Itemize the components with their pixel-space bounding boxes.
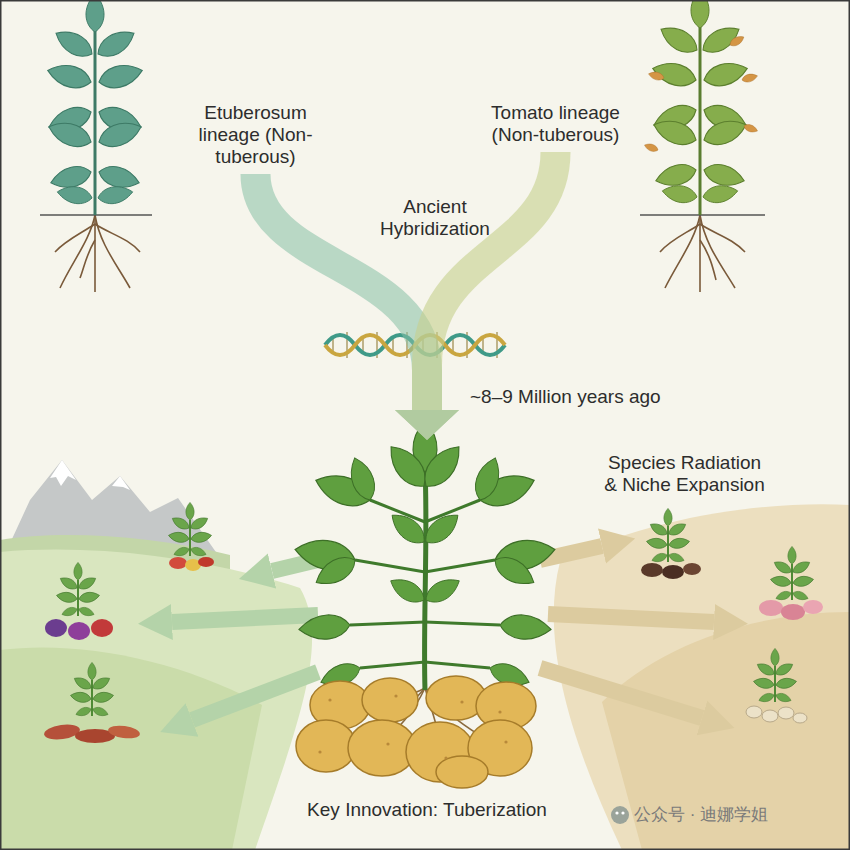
- hybrid-tuber-node: Key Innovation: Tuberization: [292, 440, 562, 825]
- watermark: 公众号 · 迪娜学姐: [634, 804, 768, 825]
- small-potato-plant: [43, 502, 823, 743]
- etuberosum-plant: [40, 0, 152, 292]
- node-text: Key Innovation: Tuberization: [296, 799, 558, 821]
- arrow-head: [395, 410, 459, 440]
- time-label: ~8–9 Million years ago: [470, 386, 661, 408]
- lineage-node: Tomato lineage (Non-tuberous): [484, 98, 627, 150]
- process-label: Ancient Hybridization: [375, 196, 495, 240]
- landscape: [0, 460, 850, 850]
- lineage-node: Etuberosum lineage (Non-tuberous): [184, 98, 327, 172]
- arrow-head: [395, 410, 459, 440]
- radiation-arrow: [172, 546, 714, 720]
- arrow-band: [256, 174, 428, 412]
- potato-plant: [293, 421, 558, 788]
- watermark-icon: [611, 806, 629, 824]
- tomato-plant: [640, 0, 765, 292]
- node-text: Etuberosum lineage (Non-tuberous): [188, 102, 323, 168]
- arrow-band: [427, 152, 556, 412]
- node-text: Tomato lineage (Non-tuberous): [488, 102, 623, 146]
- tuber: [296, 676, 536, 788]
- process-label: Species Radiation & Niche Expansion: [602, 452, 767, 496]
